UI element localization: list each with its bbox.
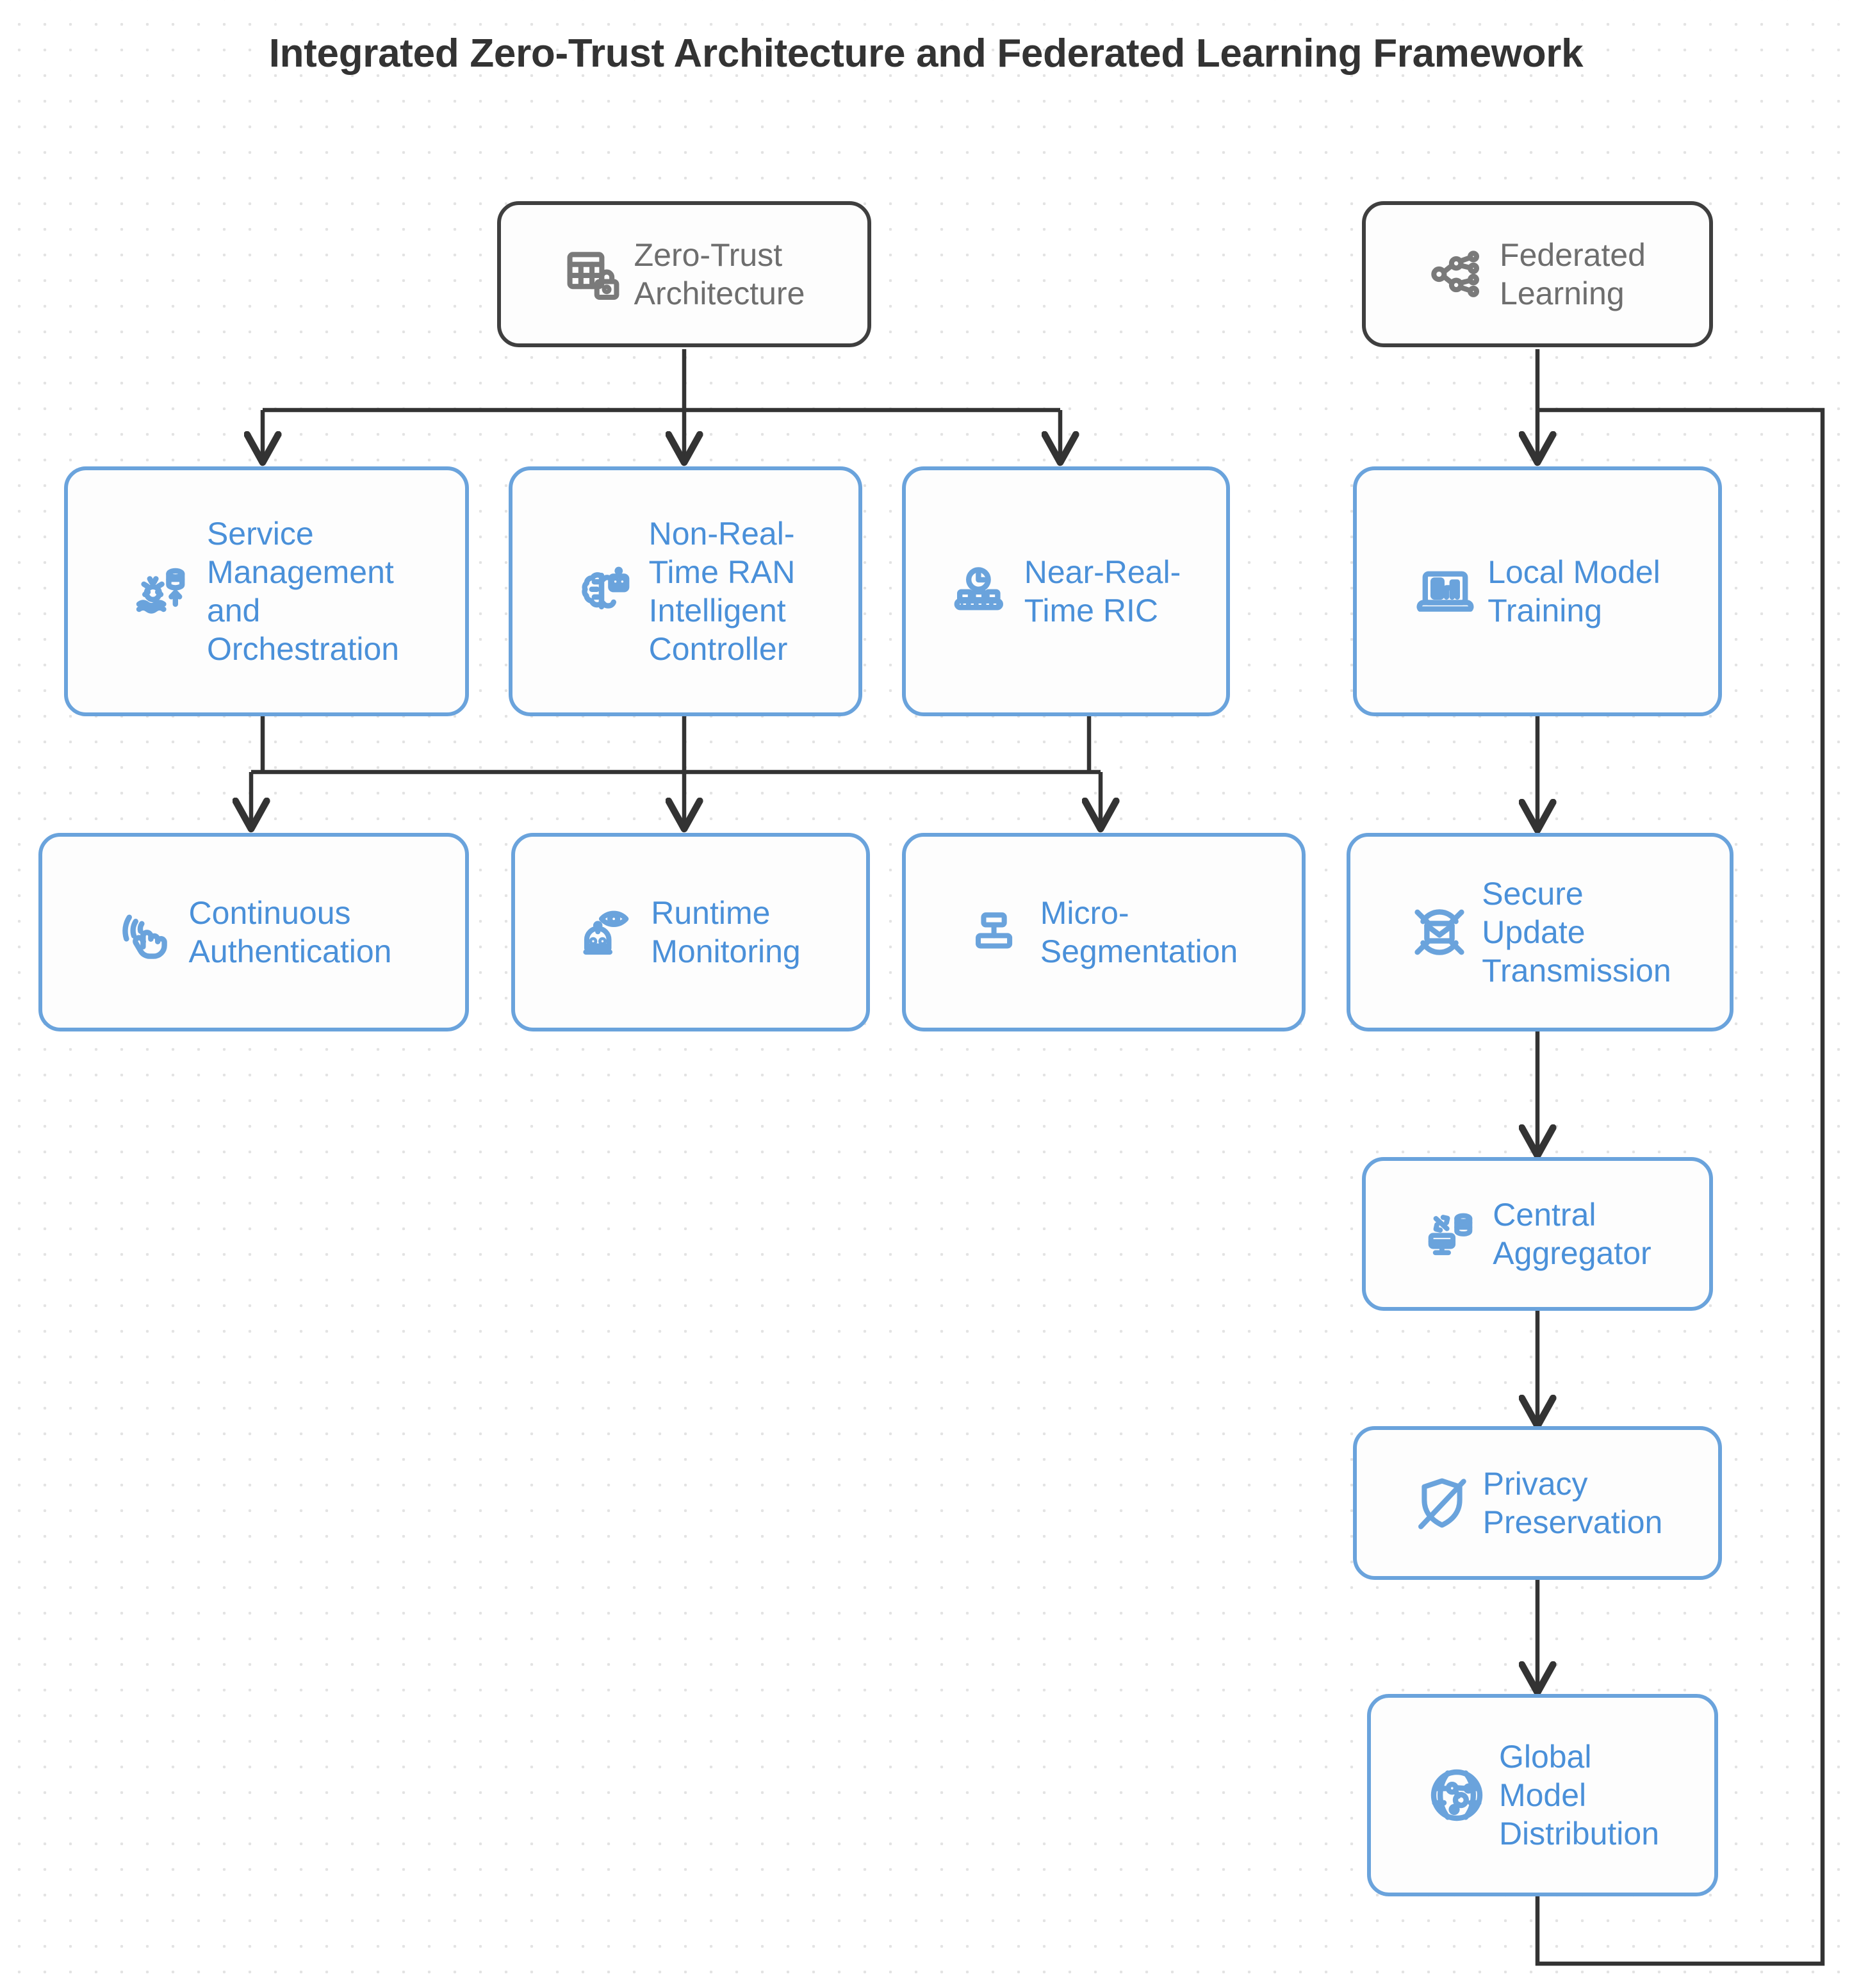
node-central-aggregator[interactable]: Central Aggregator	[1362, 1157, 1713, 1311]
node-label: Zero-Trust Architecture	[634, 237, 805, 311]
eye-robot-icon	[583, 910, 629, 955]
gear-database-arrow-icon	[136, 568, 185, 614]
node-label: Service Management and Orchestration	[206, 516, 400, 667]
node-label: Global Model Distribution	[1498, 1739, 1660, 1852]
node-near-real-time-ric[interactable]: Near-Real- Time RIC	[902, 466, 1230, 716]
node-label: Non-Real- Time RAN Intelligent Controlle…	[648, 516, 796, 667]
page-title: Integrated Zero-Trust Architecture and F…	[268, 31, 1584, 76]
node-label: Central Aggregator	[1493, 1197, 1651, 1271]
node-federated-learning[interactable]: Federated Learning	[1362, 201, 1713, 347]
node-label: Federated Learning	[1500, 237, 1646, 311]
node-zero-trust-architecture[interactable]: Zero-Trust Architecture	[497, 201, 871, 347]
node-label: Continuous Authentication	[188, 895, 392, 969]
clock-conveyor-icon	[954, 567, 1003, 611]
fingerprint-touch-icon	[122, 914, 167, 959]
node-secure-update-transmission[interactable]: Secure Update Transmission	[1347, 833, 1733, 1031]
node-label: Micro- Segmentation	[1040, 895, 1238, 969]
node-non-real-time-ran-intelligent-controller[interactable]: Non-Real- Time RAN Intelligent Controlle…	[509, 466, 862, 716]
globe-network-icon	[1430, 1769, 1483, 1821]
node-continuous-authentication[interactable]: Continuous Authentication	[38, 833, 469, 1031]
secure-envelope-icon	[1414, 909, 1464, 955]
server-sync-icon	[1428, 1213, 1473, 1256]
node-runtime-monitoring[interactable]: Runtime Monitoring	[511, 833, 870, 1031]
laptop-chart-icon	[1416, 571, 1474, 612]
node-privacy-preservation[interactable]: Privacy Preservation	[1353, 1426, 1722, 1580]
node-label: Secure Update Transmission	[1482, 876, 1671, 989]
node-micro-segmentation[interactable]: Micro- Segmentation	[902, 833, 1306, 1031]
node-label: Local Model Training	[1487, 554, 1660, 628]
share-network-icon	[1431, 251, 1480, 297]
node-local-model-training[interactable]: Local Model Training	[1353, 466, 1722, 716]
table-lock-icon	[567, 252, 619, 300]
node-label: Near-Real- Time RIC	[1024, 554, 1181, 628]
shield-slash-icon	[1418, 1478, 1466, 1529]
node-global-model-distribution[interactable]: Global Model Distribution	[1367, 1694, 1718, 1896]
micro-segmentation-icon	[975, 912, 1012, 949]
brain-robot-icon	[582, 566, 630, 610]
node-label: Runtime Monitoring	[651, 895, 801, 969]
node-service-management-and-orchestration[interactable]: Service Management and Orchestration	[64, 466, 469, 716]
node-label: Privacy Preservation	[1482, 1466, 1663, 1540]
